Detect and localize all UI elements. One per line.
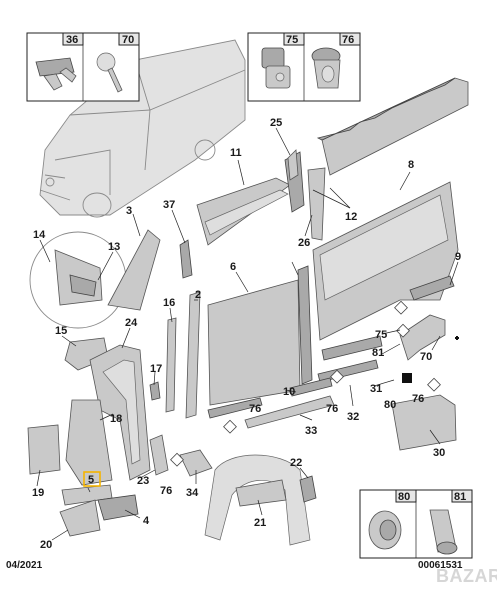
inset-clips-36-70: 36 70 <box>26 32 140 102</box>
callout-76-c: 76 <box>160 485 172 497</box>
callout-22: 22 <box>290 457 302 469</box>
callout-15: 15 <box>55 325 67 337</box>
callout-12: 12 <box>345 211 357 223</box>
callout-2: 2 <box>195 289 201 301</box>
callout-8: 8 <box>408 159 414 171</box>
callout-16: 16 <box>163 297 175 309</box>
callout-25: 25 <box>270 117 282 129</box>
callout-11: 11 <box>230 147 242 159</box>
highlight-box-5 <box>83 471 101 487</box>
callout-4: 4 <box>143 515 150 527</box>
callout-80: 80 <box>384 399 396 411</box>
callout-34: 34 <box>186 487 199 499</box>
watermark-bottom-right: BAZAR <box>436 566 497 586</box>
callout-9: 9 <box>455 251 461 263</box>
callout-20: 20 <box>40 539 52 551</box>
callout-23: 23 <box>137 475 149 487</box>
callout-33: 33 <box>305 425 317 437</box>
date-code: 04/2021 <box>6 560 43 571</box>
callout-26: 26 <box>298 237 310 249</box>
callout-17: 17 <box>150 363 162 375</box>
callout-21: 21 <box>254 517 266 529</box>
watermark-top-left: nicolauto <box>2 2 68 18</box>
callout-31: 31 <box>370 383 382 395</box>
inset-clips-75-76: 75 76 <box>247 32 361 102</box>
inset-label-81: 81 <box>454 491 466 503</box>
rear-quarter-parts <box>207 275 457 451</box>
callout-75: 75 <box>375 329 387 341</box>
reference-code: 00061531 <box>418 560 463 571</box>
callout-32: 32 <box>347 411 359 423</box>
callout-6: 6 <box>230 261 236 273</box>
callout-13: 13 <box>108 241 120 253</box>
inset-label-80: 80 <box>398 491 410 503</box>
callout-76-d: 76 <box>412 393 424 405</box>
callout-5: 5 <box>88 474 94 486</box>
leader-lines <box>36 127 459 541</box>
callout-3: 3 <box>126 205 132 217</box>
inset-plugs-80-81: 80 81 <box>359 489 473 559</box>
clip-markers <box>170 300 459 467</box>
inset-label-75: 75 <box>286 34 298 46</box>
callout-numbers: 2 3 4 5 6 8 9 10 11 12 13 14 15 16 17 18… <box>32 117 461 551</box>
callout-81: 81 <box>372 347 384 359</box>
callout-24: 24 <box>125 317 138 329</box>
callout-19: 19 <box>32 487 44 499</box>
callout-70: 70 <box>420 351 432 363</box>
wheel-arch-parts <box>59 454 317 546</box>
inset-label-70: 70 <box>122 34 134 46</box>
callout-18: 18 <box>110 413 122 425</box>
callout-76-b: 76 <box>326 403 338 415</box>
callout-30: 30 <box>433 447 445 459</box>
callout-37: 37 <box>163 199 175 211</box>
front-pillar-parts <box>27 229 213 486</box>
side-panels <box>165 181 459 419</box>
callout-10: 10 <box>283 386 295 398</box>
inset-label-76: 76 <box>342 34 354 46</box>
inset-label-36: 36 <box>66 34 78 46</box>
callout-76-a: 76 <box>249 403 261 415</box>
callout-14: 14 <box>33 229 46 241</box>
upper-body-parts <box>196 77 469 246</box>
